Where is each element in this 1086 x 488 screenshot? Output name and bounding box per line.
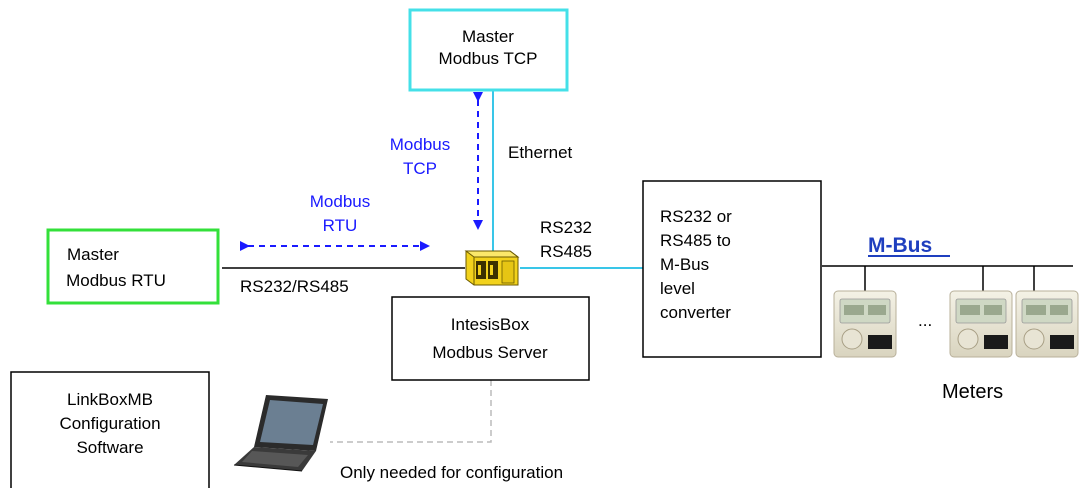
master-rtu-box	[46, 228, 220, 305]
intesis-line2: Modbus Server	[432, 343, 548, 362]
linkbox-line2: Configuration	[59, 414, 160, 433]
master-rtu-line2: Modbus RTU	[66, 271, 166, 290]
converter-line-1: RS232 or	[660, 207, 732, 226]
intesis-box	[391, 296, 590, 381]
linkbox-box	[10, 371, 210, 488]
meter-icon	[1015, 290, 1079, 358]
meters-ellipsis: ...	[918, 311, 932, 330]
linkbox-line1: LinkBoxMB	[67, 390, 153, 409]
config-note: Only needed for configuration	[340, 463, 563, 482]
meters-label: Meters	[942, 381, 1003, 403]
master-rtu-line1: Master	[67, 245, 119, 264]
modbus-rtu-label-1: Modbus	[310, 192, 370, 211]
laptop-icon	[233, 395, 328, 472]
meter-icon	[949, 290, 1013, 358]
rs232-label: RS232	[540, 218, 592, 237]
ethernet-label: Ethernet	[508, 143, 573, 162]
master-tcp-line2: Modbus TCP	[439, 49, 538, 68]
modbus-tcp-label-2: TCP	[403, 159, 437, 178]
converter-line-4: level	[660, 279, 695, 298]
config-line	[330, 380, 492, 443]
master-tcp-box	[408, 8, 569, 92]
mbus-logo: M-Bus	[868, 234, 950, 257]
converter-line-5: converter	[660, 303, 731, 322]
converter-line-3: M-Bus	[660, 255, 709, 274]
rs485-label: RS485	[540, 242, 592, 261]
rs232-rs485-label: RS232/RS485	[240, 277, 349, 296]
intesis-line1: IntesisBox	[451, 315, 530, 334]
svg-text:M-Bus: M-Bus	[868, 234, 932, 257]
linkbox-line3: Software	[76, 438, 143, 457]
intesisbox-device-icon	[464, 250, 520, 286]
modbus-rtu-label-2: RTU	[323, 216, 358, 235]
master-tcp-line1: Master	[462, 27, 514, 46]
meter-icon	[833, 290, 897, 358]
modbus-tcp-label-1: Modbus	[390, 135, 450, 154]
converter-box	[642, 180, 822, 358]
converter-line-2: RS485 to	[660, 231, 731, 250]
